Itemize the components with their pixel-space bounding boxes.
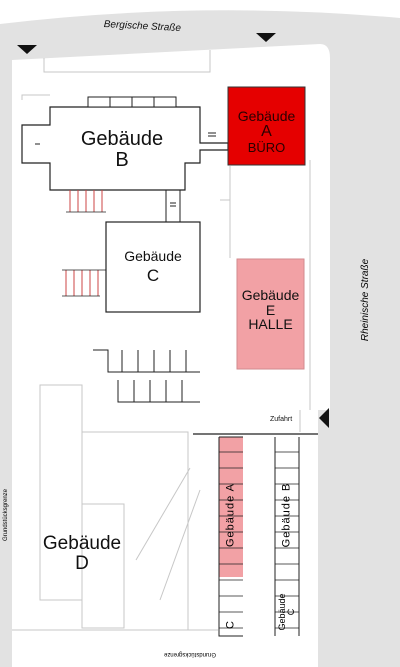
building-e-use: HALLE bbox=[248, 316, 293, 333]
stairs bbox=[65, 190, 103, 296]
site-ground bbox=[12, 44, 330, 667]
parking-row-1 bbox=[218, 436, 243, 637]
building-e bbox=[236, 258, 305, 370]
building-c-name: Gebäude bbox=[124, 247, 182, 264]
building-b-name: Gebäude bbox=[80, 128, 164, 150]
building-a-use: BÜRO bbox=[247, 139, 286, 155]
building-b-label: Gebäude B bbox=[60, 126, 184, 174]
building-d-label: Gebäude D bbox=[28, 530, 136, 578]
building-b-outline bbox=[21, 106, 229, 191]
building-d-letter: D bbox=[75, 553, 89, 574]
building-c-letter: C bbox=[146, 266, 160, 286]
building-a-letter: A bbox=[261, 123, 272, 141]
parking-row-2-end-label: Gebäude C bbox=[277, 593, 296, 630]
street-east bbox=[330, 30, 400, 410]
building-c-label: Gebäude C bbox=[106, 244, 200, 290]
entrance-marker-northeast bbox=[256, 33, 276, 42]
site-lines bbox=[12, 50, 311, 631]
parking-upper bbox=[93, 349, 200, 403]
building-e-label: Gebäude E HALLE bbox=[237, 283, 304, 337]
parking-row-2-end-letter: C bbox=[286, 608, 296, 616]
building-a bbox=[227, 86, 306, 166]
boundary-label-west: Grundstücksgrenze bbox=[3, 488, 9, 542]
parking-row-2 bbox=[274, 437, 300, 636]
building-e-name: Gebäude bbox=[241, 286, 300, 303]
boundary-label-south: Grundstücksgrenze bbox=[163, 651, 217, 657]
driveway-label: Zufahrt bbox=[270, 416, 293, 423]
parking-row-2-label: Gebäude B bbox=[280, 482, 293, 548]
street-label-east: Rheinische Straße bbox=[360, 258, 371, 342]
entrance-marker-east bbox=[319, 408, 329, 428]
parking-row-1-label: Gebäude A bbox=[224, 482, 237, 548]
building-a-label: Gebäude A BÜRO bbox=[228, 100, 305, 164]
building-e-letter: E bbox=[265, 301, 276, 318]
building-b-letter: B bbox=[115, 149, 129, 171]
building-d-name: Gebäude bbox=[42, 533, 122, 555]
entrance-marker-northwest bbox=[17, 45, 37, 54]
building-a-name: Gebäude bbox=[237, 108, 296, 125]
parking-row-1-end-label: C bbox=[224, 621, 237, 629]
street-east-south bbox=[318, 410, 400, 667]
street-west bbox=[0, 118, 12, 667]
building-c-outline bbox=[105, 221, 201, 313]
